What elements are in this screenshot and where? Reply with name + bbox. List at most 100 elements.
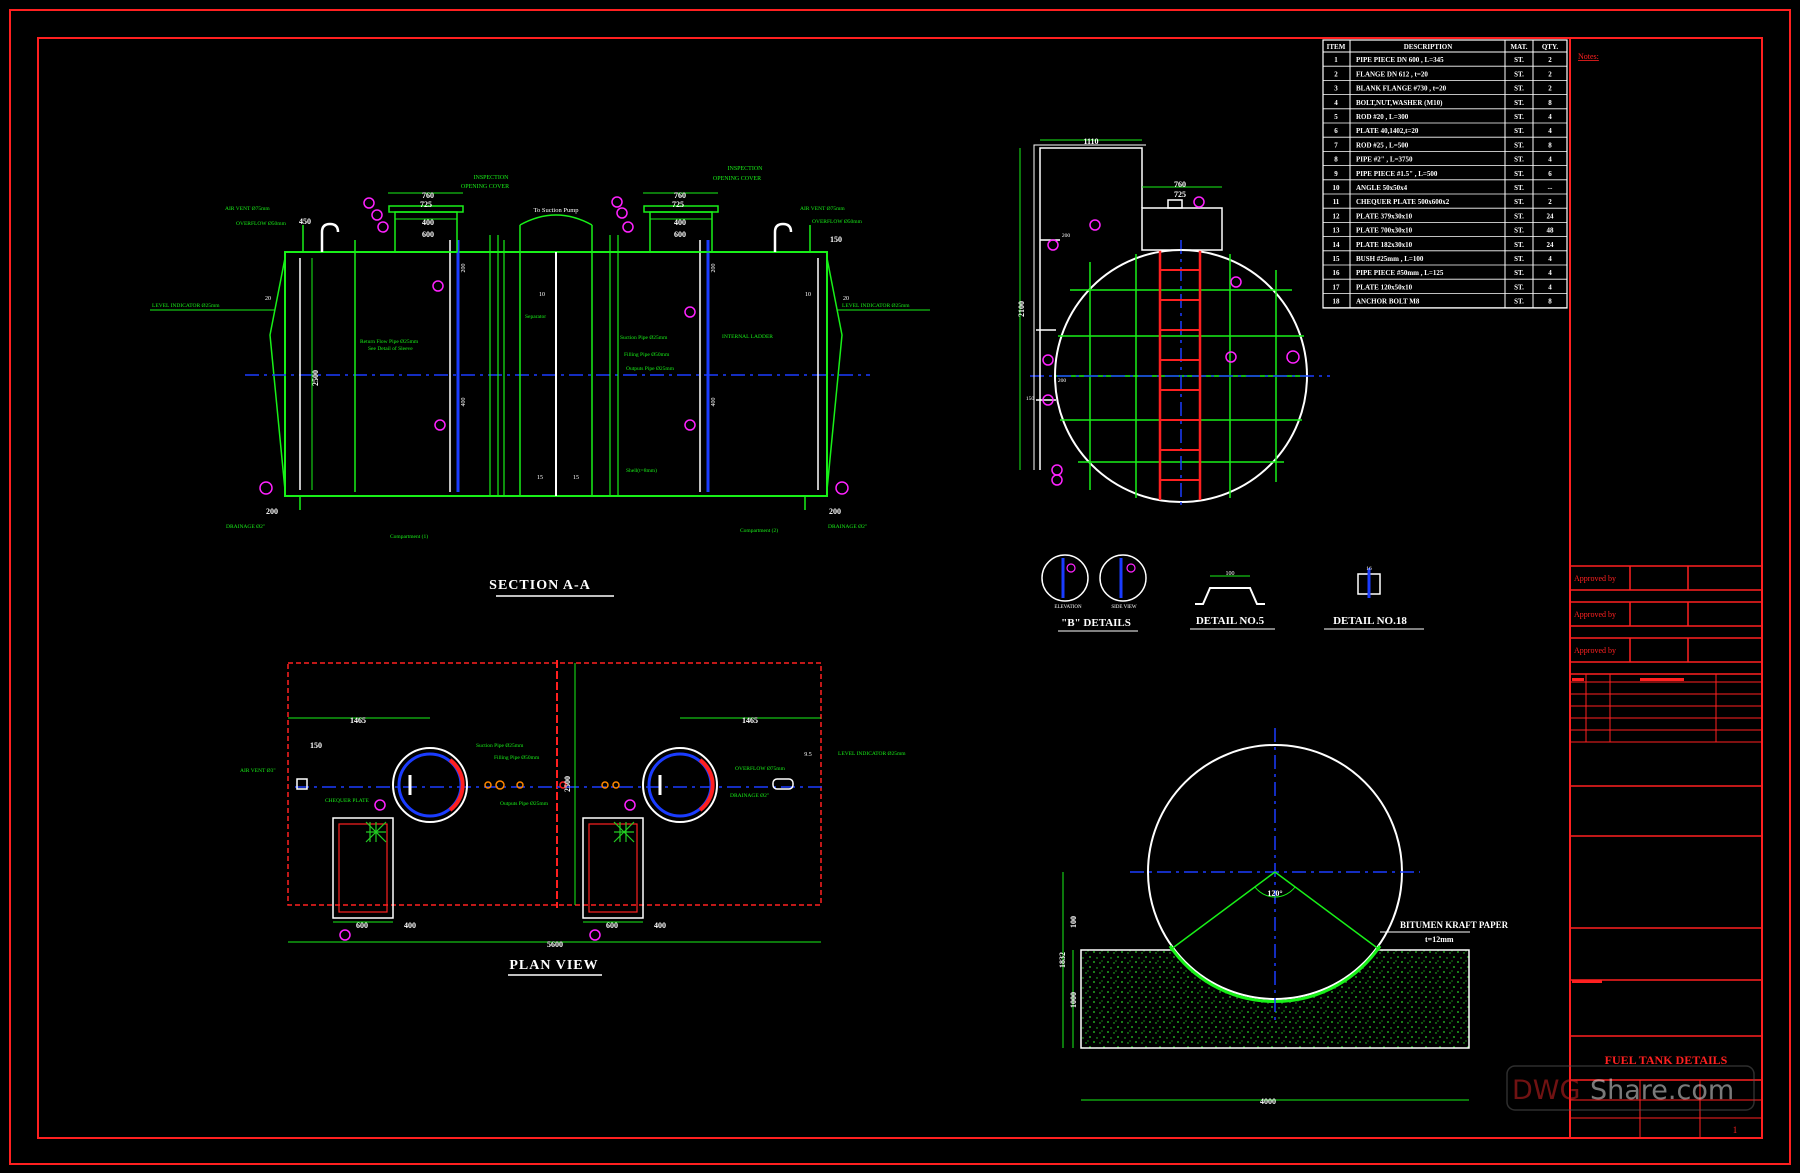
dim-20-left: 20 xyxy=(265,296,271,302)
side-callout-7 xyxy=(1042,394,1054,406)
bom-mat: ST. xyxy=(1514,184,1524,192)
bom-description: PLATE 379x30x10 xyxy=(1356,212,1413,220)
side-dim-2100: 2100 xyxy=(1017,301,1026,317)
bom-qty: 48 xyxy=(1547,227,1555,235)
dim-2500: 2500 xyxy=(311,370,320,386)
bom-item: 10 xyxy=(1333,184,1341,192)
detail-5-shape xyxy=(1195,587,1265,605)
label-filling-pipe: Filling Pipe Ø50mm xyxy=(624,352,670,358)
plan-label-overflow: OVERFLOW Ø75mm xyxy=(735,766,786,772)
bom-item: 2 xyxy=(1334,70,1338,78)
b-detail-side-label: SIDE VIEW xyxy=(1111,605,1137,610)
callout-1 xyxy=(363,197,375,209)
bom-item: 13 xyxy=(1333,227,1341,235)
hatch-right xyxy=(613,821,635,843)
plan-manhole-left-ladder xyxy=(448,758,465,812)
label-to-suction-pump: To Suction Pump xyxy=(533,207,578,214)
bom-description: ROD #25 , L=500 xyxy=(1356,141,1409,149)
label-level-left: LEVEL INDICATOR Ø25mm xyxy=(152,303,220,309)
bom-description: BUSH #25mm , L=100 xyxy=(1356,255,1424,263)
rev-header-mark-2 xyxy=(1640,678,1684,681)
plan-dim-9-5: 9.5 xyxy=(804,752,812,758)
support-dim-1832: 1832 xyxy=(1058,952,1067,968)
plan-dim-5600: 5600 xyxy=(547,940,563,949)
bom-mat: ST. xyxy=(1514,170,1524,178)
label-drainage-left: DRAINAGE Ø2" xyxy=(226,524,265,530)
plan-pipe-6 xyxy=(559,781,567,789)
chequer-plate-left xyxy=(332,817,394,919)
bom-qty: 2 xyxy=(1548,198,1552,206)
label-overflow-left: OVERFLOW Ø50mm xyxy=(236,221,287,227)
bom-description: PIPE PIECE #50mm , L=125 xyxy=(1356,269,1444,277)
vent-right xyxy=(773,222,793,252)
dim-10-left: 10 xyxy=(539,292,545,298)
bom-item: 18 xyxy=(1333,298,1341,306)
label-overflow-right: OVERFLOW Ø50mm xyxy=(812,219,863,225)
hatch-left xyxy=(365,821,387,843)
label-bitumen: BITUMEN KRAFT PAPER xyxy=(1400,920,1509,930)
side-dim-725: 725 xyxy=(1174,190,1186,199)
chequer-plate-left-inner xyxy=(338,823,388,913)
plan-pipe-4 xyxy=(601,781,609,789)
bom-mat: ST. xyxy=(1514,156,1524,164)
plan-overflow xyxy=(772,778,794,790)
side-callout-4 xyxy=(1225,351,1237,363)
b-detail-elevation xyxy=(1041,554,1089,602)
callout-4 xyxy=(432,280,444,292)
bom-description: PIPE PIECE DN 600 , L=345 xyxy=(1356,56,1444,64)
plan-callout-2 xyxy=(589,929,601,941)
bom-mat: ST. xyxy=(1514,241,1524,249)
support-angle-left xyxy=(1169,871,1276,951)
watermark: DWG Share.com xyxy=(1506,1065,1755,1111)
dim-600-right: 600 xyxy=(674,230,686,239)
plan-pipe-2 xyxy=(495,780,505,790)
dim-20-right: 20 xyxy=(843,296,849,302)
label-suction-pipe: Suction Pipe Ø25mm xyxy=(620,335,668,341)
bom-item: 5 xyxy=(1334,113,1338,121)
bom-qty: -- xyxy=(1548,184,1553,192)
notes-label: Notes: xyxy=(1578,52,1599,61)
dim-200-ladder-right: 200 xyxy=(711,264,717,273)
bom-qty: 8 xyxy=(1548,141,1552,149)
bom-mat: ST. xyxy=(1514,99,1524,107)
plan-dim-600-right: 600 xyxy=(606,921,618,930)
bom-header-mat: MAT. xyxy=(1510,43,1527,51)
label-inspection-right-2: OPENING COVER xyxy=(713,176,761,182)
plan-label-outputs: Outputs Pipe Ø25mm xyxy=(500,801,549,807)
side-frame xyxy=(1039,147,1143,470)
bom-description: ROD #20 , L=300 xyxy=(1356,113,1409,121)
manhole-left-flange xyxy=(388,205,464,213)
plan-manhole-left xyxy=(392,747,468,823)
bom-qty: 2 xyxy=(1548,56,1552,64)
bom-qty: 4 xyxy=(1548,255,1552,263)
plan-pipe-1 xyxy=(484,781,492,789)
chequer-plate-right-inner xyxy=(588,823,638,913)
side-dim-150: 150 xyxy=(1026,396,1035,402)
label-inspection-right: INSPECTION xyxy=(727,166,763,172)
support-angle-arc xyxy=(1254,886,1296,898)
dim-400-ladder-right: 400 xyxy=(711,398,717,407)
bom-qty: 4 xyxy=(1548,127,1552,135)
bom-mat: ST. xyxy=(1514,127,1524,135)
support-dim-100: 100 xyxy=(1069,916,1078,928)
bom-mat: ST. xyxy=(1514,227,1524,235)
rev-header-mark-1 xyxy=(1572,678,1584,681)
inner-frame xyxy=(37,37,1763,1139)
bom-description: PIPE PIECE #1.5" , L=500 xyxy=(1356,170,1438,178)
outer-frame xyxy=(9,9,1791,1165)
label-air-vent-right: AIR VENT Ø75mm xyxy=(800,206,845,212)
label-level-right: LEVEL INDICATOR Ø25mm xyxy=(842,303,910,309)
approved-by-1: Approved by xyxy=(1574,574,1616,583)
title-header-mark xyxy=(1572,980,1602,983)
side-callout-10 xyxy=(1193,196,1205,208)
bom-mat: ST. xyxy=(1514,85,1524,93)
dim-200-left: 200 xyxy=(266,507,278,516)
bom-qty: 4 xyxy=(1548,156,1552,164)
bom-description: BLANK FLANGE #730 , t=20 xyxy=(1356,85,1447,93)
bom-header-qty: QTY. xyxy=(1542,43,1559,51)
left-end-taper xyxy=(269,257,286,491)
label-separator: Separator xyxy=(525,314,546,320)
bom-qty: 4 xyxy=(1548,113,1552,121)
detail-5-title: DETAIL NO.5 xyxy=(1196,615,1265,627)
approved-by-2: Approved by xyxy=(1574,610,1616,619)
